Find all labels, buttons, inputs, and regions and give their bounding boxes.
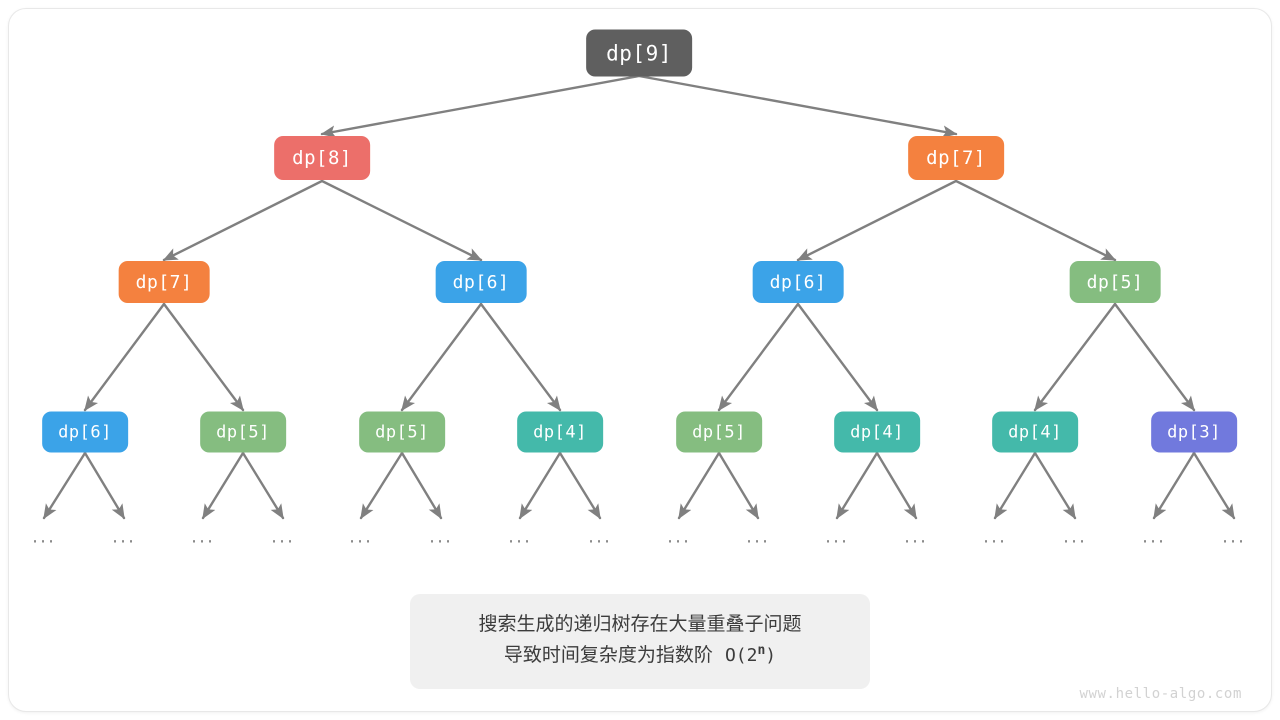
tree-ellipsis: ... xyxy=(587,525,613,548)
complexity-expression: O(2n) xyxy=(724,643,777,667)
tree-ellipsis: ... xyxy=(348,525,374,548)
tree-ellipsis: ... xyxy=(111,525,137,548)
tree-node-label: dp[8] xyxy=(292,147,352,169)
tree-ellipsis: ... xyxy=(824,525,850,548)
tree-ellipsis: ... xyxy=(428,525,454,548)
tree-node-label: dp[5] xyxy=(1086,271,1144,293)
figure-caption: 搜索生成的递归树存在大量重叠子问题 导致时间复杂度为指数阶 O(2n) xyxy=(410,594,870,689)
tree-ellipsis: ... xyxy=(903,525,929,548)
tree-node: dp[6] xyxy=(435,261,527,303)
tree-node-label: dp[7] xyxy=(926,147,986,169)
tree-ellipsis: ... xyxy=(1221,525,1247,548)
tree-node-label: dp[4] xyxy=(1008,422,1062,442)
tree-node: dp[5] xyxy=(1069,261,1161,303)
tree-node-label: dp[4] xyxy=(533,422,587,442)
tree-ellipsis: ... xyxy=(270,525,296,548)
tree-ellipsis: ... xyxy=(745,525,771,548)
tree-node-label: dp[6] xyxy=(452,271,510,293)
tree-node: dp[7] xyxy=(118,261,210,303)
tree-node-label: dp[7] xyxy=(135,271,193,293)
caption-line-2: 导致时间复杂度为指数阶 O(2n) xyxy=(420,640,860,671)
tree-node: dp[4] xyxy=(834,411,920,453)
tree-ellipsis: ... xyxy=(1062,525,1088,548)
tree-node: dp[6] xyxy=(42,411,128,453)
tree-node: dp[3] xyxy=(1151,411,1237,453)
tree-node-label: dp[5] xyxy=(692,422,746,442)
tree-ellipsis: ... xyxy=(982,525,1008,548)
tree-node: dp[5] xyxy=(676,411,762,453)
tree-node: dp[6] xyxy=(752,261,844,303)
complexity-exponent: n xyxy=(757,643,766,659)
tree-node-label: dp[6] xyxy=(769,271,827,293)
complexity-base: O(2 xyxy=(724,645,758,667)
tree-ellipsis: ... xyxy=(666,525,692,548)
tree-node: dp[7] xyxy=(908,136,1004,180)
tree-ellipsis: ... xyxy=(1141,525,1167,548)
tree-node: dp[8] xyxy=(274,136,370,180)
tree-node: dp[9] xyxy=(586,29,692,77)
tree-node-label: dp[6] xyxy=(58,422,112,442)
tree-node-label: dp[5] xyxy=(216,422,270,442)
complexity-close: ) xyxy=(765,645,777,667)
tree-ellipsis: ... xyxy=(190,525,216,548)
tree-node-label: dp[5] xyxy=(375,422,429,442)
tree-node: dp[5] xyxy=(200,411,286,453)
tree-node: dp[4] xyxy=(517,411,603,453)
tree-node-label: dp[3] xyxy=(1167,422,1221,442)
tree-node-label: dp[4] xyxy=(850,422,904,442)
tree-ellipsis: ... xyxy=(507,525,533,548)
caption-line-1: 搜索生成的递归树存在大量重叠子问题 xyxy=(478,613,802,635)
tree-node: dp[5] xyxy=(359,411,445,453)
tree-node: dp[4] xyxy=(992,411,1078,453)
caption-line-2-text: 导致时间复杂度为指数阶 xyxy=(503,644,713,667)
tree-ellipsis: ... xyxy=(31,525,57,548)
watermark: www.hello-algo.com xyxy=(1079,686,1242,702)
tree-node-label: dp[9] xyxy=(606,41,672,65)
